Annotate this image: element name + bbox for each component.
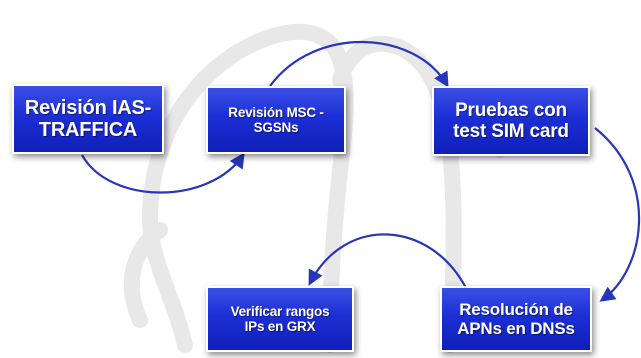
step-verificar-line1: Verificar rangos (230, 303, 330, 319)
step-resolucion-apns: Resolución de APNs en DNSs (440, 286, 592, 352)
step-pruebas-line2: test SIM card (453, 121, 569, 142)
step-resolucion-line1: Resolución de (459, 299, 573, 319)
step-verificar-rangos-ips: Verificar rangos IPs en GRX (206, 286, 354, 352)
step-revision-msc-line2: SGSNs (253, 120, 299, 135)
arrow-ias-to-msc (81, 152, 245, 194)
arrow-sim-to-apn (594, 127, 641, 302)
watermark-stroke-3 (123, 222, 168, 328)
arrow-apn-to-grx (308, 233, 467, 289)
watermark-stroke-1 (141, 23, 354, 353)
step-resolucion-line2: APNs en DNSs (457, 319, 575, 338)
step-verificar-line2: IPs en GRX (244, 319, 316, 334)
step-revision-ias-traffica: Revisión IAS- TRAFFICA (12, 84, 164, 154)
step-revision-msc-line1: Revisión MSC - (228, 104, 324, 120)
step-pruebas-line1: Pruebas con (455, 99, 567, 121)
step-revision-msc-sgsns: Revisión MSC - SGSNs (206, 86, 346, 154)
arrow-msc-to-sim (269, 40, 449, 88)
step-revision-ias-line2: TRAFFICA (38, 119, 138, 141)
step-revision-ias-line1: Revisión IAS- (24, 96, 152, 119)
step-pruebas-test-sim: Pruebas con test SIM card (432, 86, 590, 156)
